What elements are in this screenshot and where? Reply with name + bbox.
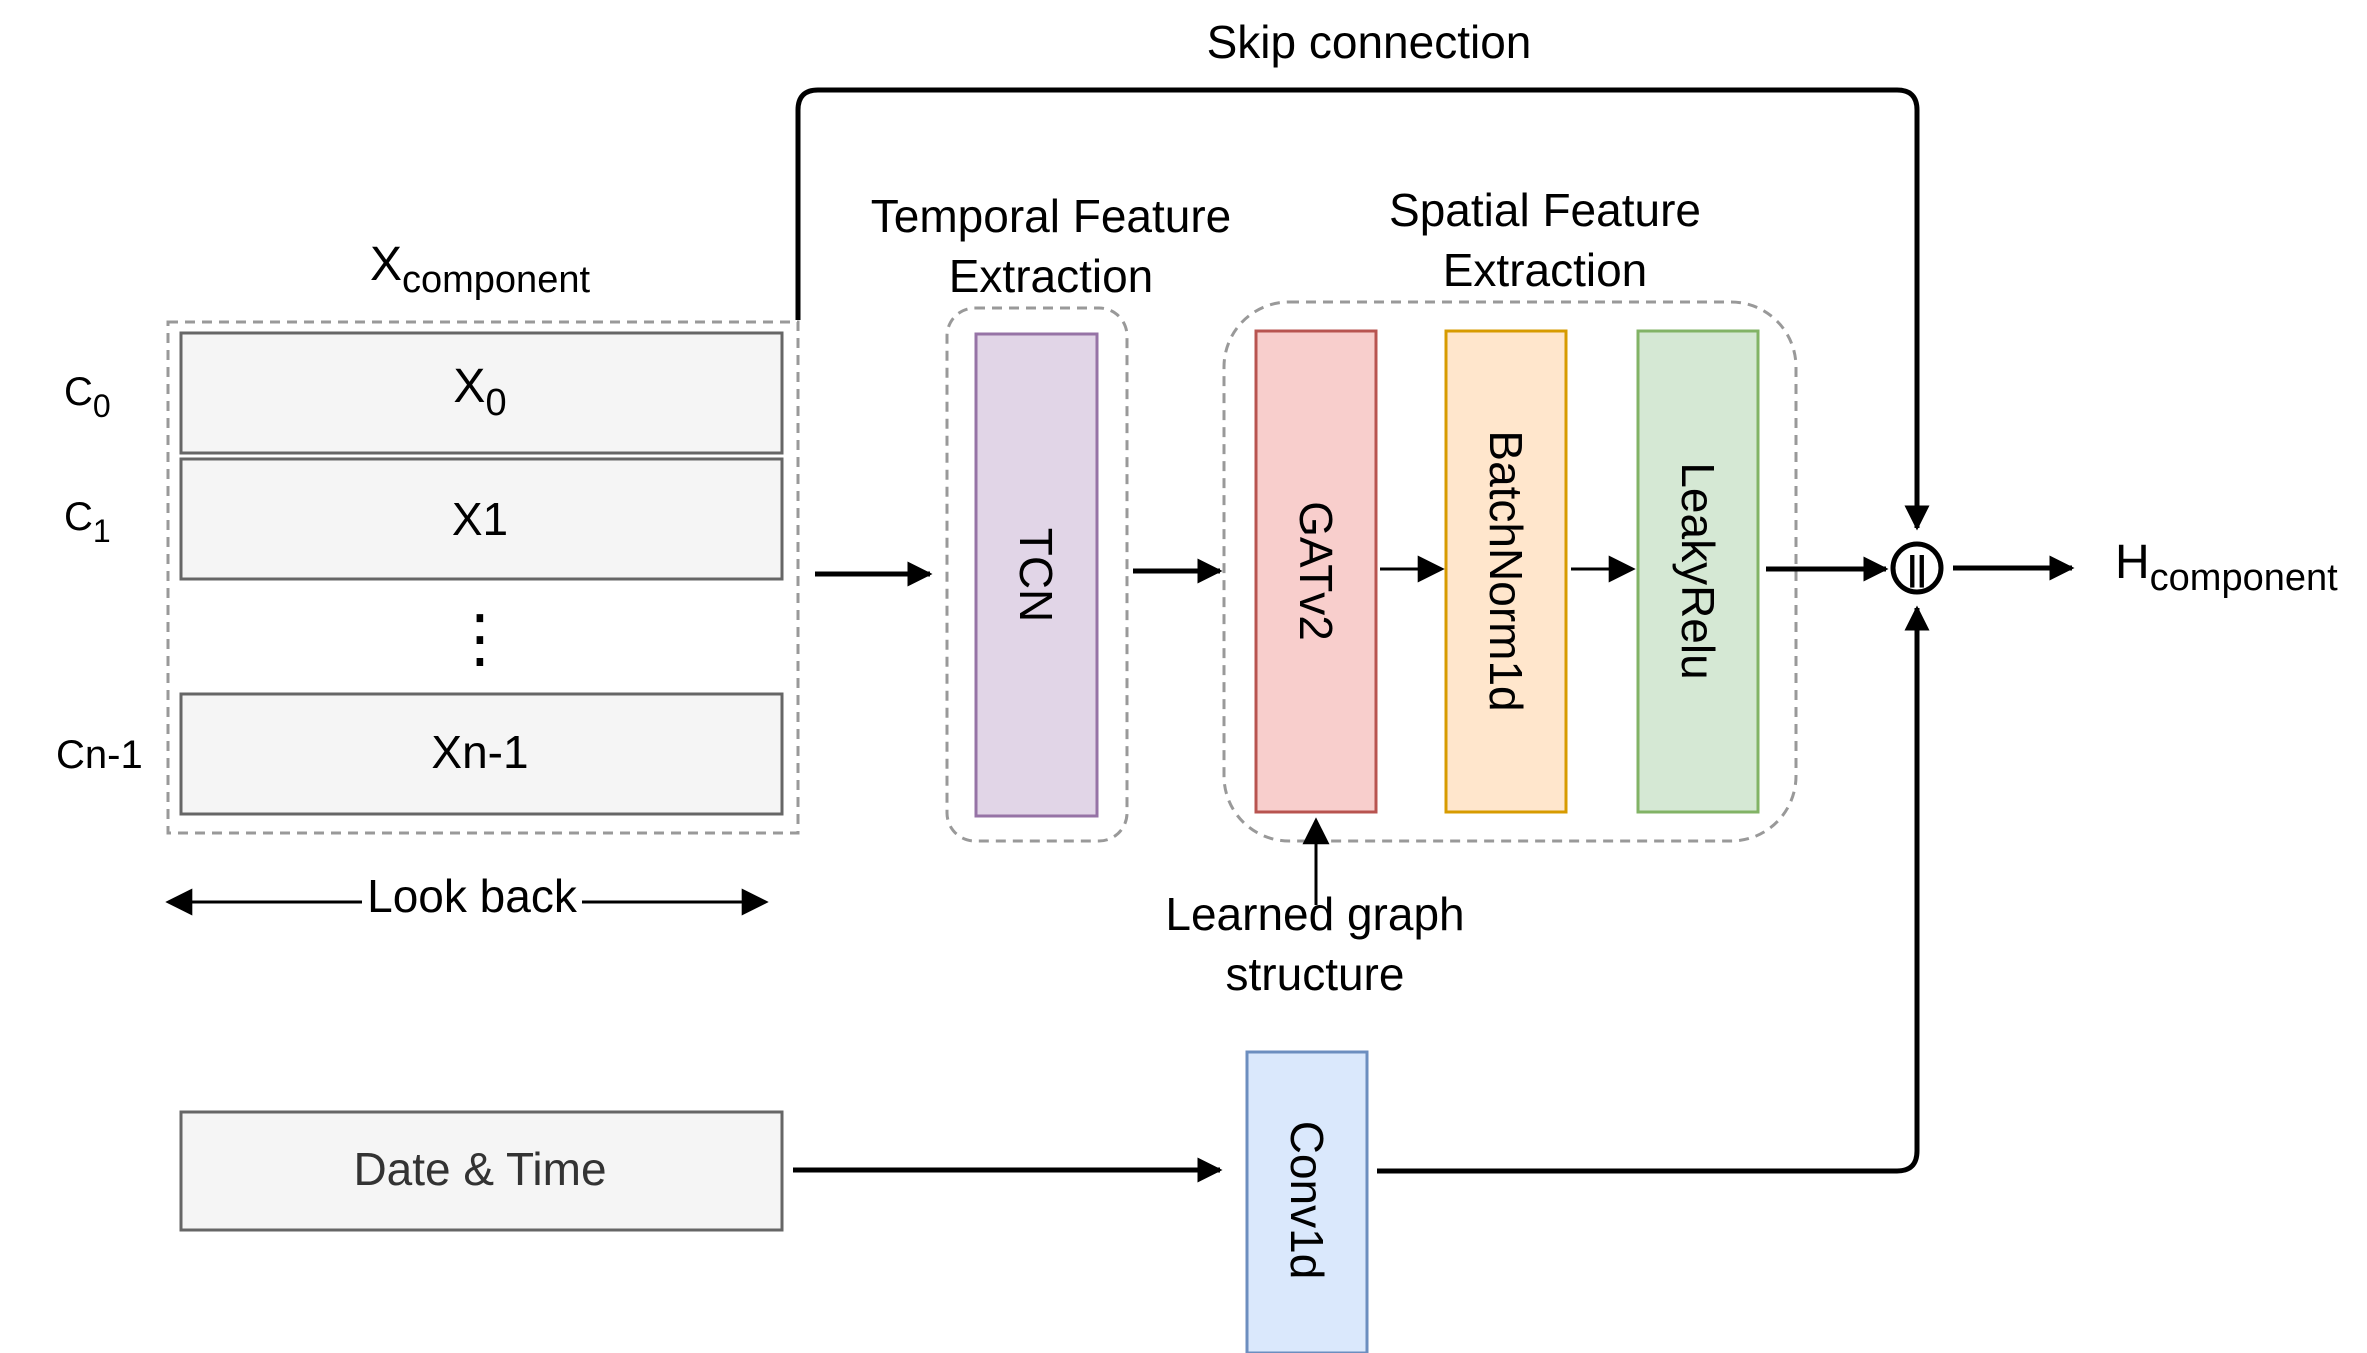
arrow-conv-to-concat [1377,605,1930,1174]
skip-connection-arrow [795,87,1930,531]
input-row-x0 [179,331,784,455]
spatial-title-line1: Spatial Feature [1389,184,1701,236]
gatv2-block [1254,329,1378,814]
spatial-title-line2: Extraction [1443,244,1648,296]
temporal-title-line1: Temporal Feature [871,190,1232,242]
channel-label-cn-1: Cn-1 [56,733,143,777]
tcn-label: TCN [1010,528,1062,623]
concat-symbol: || [1907,550,1926,588]
conv1d-block [1245,1050,1369,1353]
channel-label-c0: C0 [64,370,111,424]
temporal-group-frame [945,306,1129,843]
input-title: Xcomponent [370,238,590,301]
leakyrelu-label: LeakyRelu [1672,462,1724,679]
output-label: Hcomponent [2115,536,2338,599]
tcn-block [974,332,1099,818]
input-row-xn-1 [179,692,784,816]
batchnorm1d-label: BatchNorm1d [1480,430,1532,711]
lookback-label: Look back [367,870,578,922]
leakyrelu-block [1636,329,1760,814]
input-group-frame [166,320,800,835]
conv1d-label: Conv1d [1281,1121,1333,1280]
input-row-x1-label: X1 [452,493,508,545]
graph-label-line2: structure [1226,948,1405,1000]
skip-connection-label: Skip connection [1207,16,1532,68]
datetime-block [179,1110,784,1232]
batchnorm1d-block [1444,329,1568,814]
input-row-xn-1-label: Xn-1 [431,726,528,778]
input-row-x0-label: X0 [453,360,506,424]
input-ellipsis: ⋮ [448,602,512,674]
channel-label-c1: C1 [64,495,111,549]
input-row-x1 [179,457,784,581]
datetime-label: Date & Time [353,1143,606,1195]
temporal-title-line2: Extraction [949,250,1154,302]
concat-node [1890,541,1944,595]
gatv2-label: GATv2 [1290,501,1342,641]
graph-label-line1: Learned graph [1165,888,1464,940]
